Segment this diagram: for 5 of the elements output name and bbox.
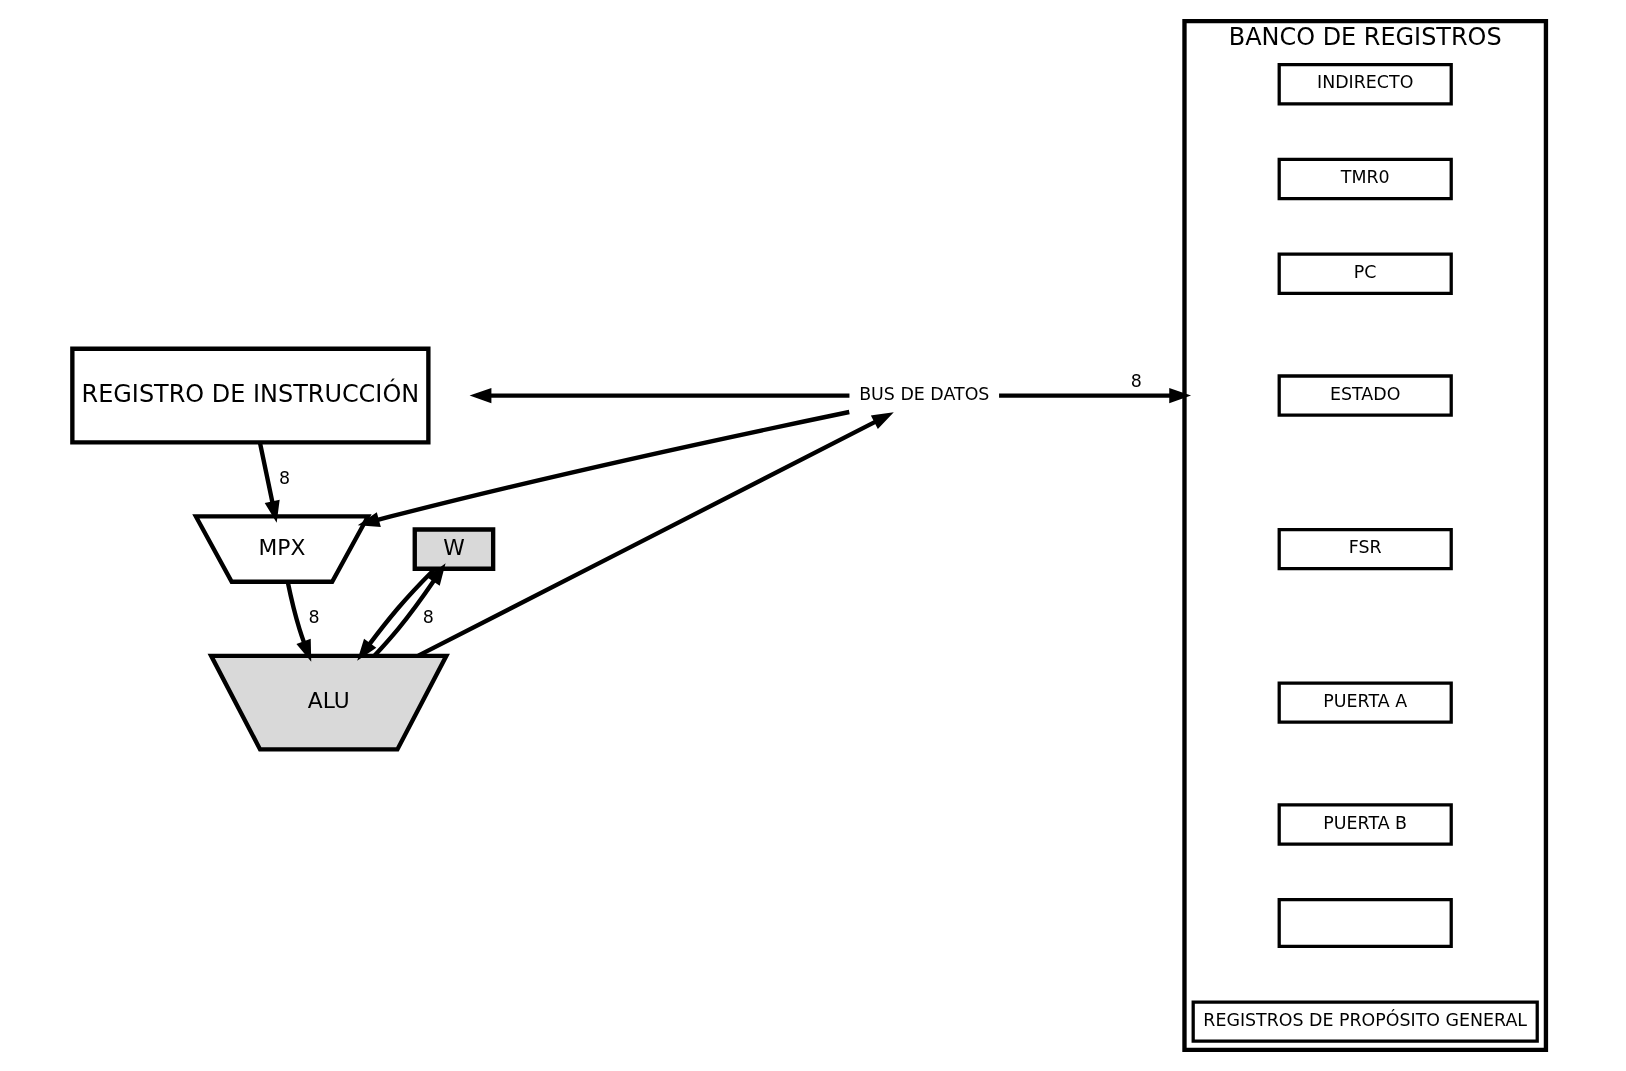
node-text: BUS DE DATOS [858,383,989,404]
edge-label: 8 [307,606,320,627]
edge-label: 8 [1130,370,1142,391]
edge-label: 8 [278,467,290,488]
edge-label: 8 [422,606,434,627]
